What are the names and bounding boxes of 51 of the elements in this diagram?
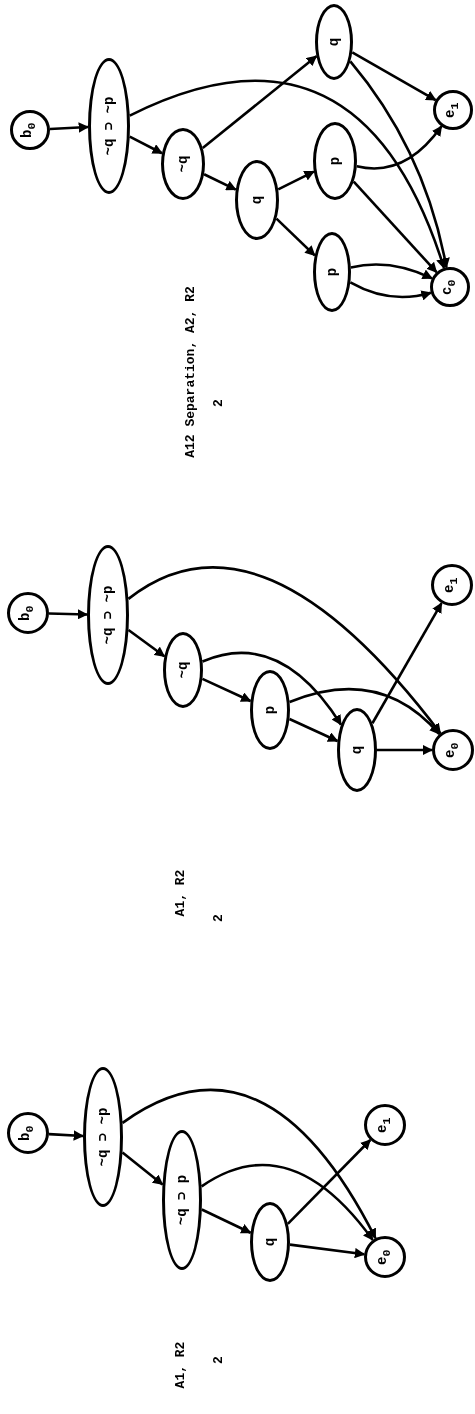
terminal-circle [7,1112,49,1154]
arrow [356,125,443,170]
arrow [129,135,163,155]
node-label: q [327,37,341,47]
figure-label: 2 [210,399,226,407]
arrow [289,687,441,735]
figure-label: 2 [210,1356,226,1364]
arrow [129,79,446,269]
decision-ellipse [250,670,290,750]
arrow [350,263,433,280]
terminal-circle [364,1104,406,1146]
node-label: p [263,705,277,715]
arrow [121,1088,377,1240]
figure-label: A1, R2 [172,1341,188,1389]
arrow [203,173,237,191]
figure-label: A12 Separation, A2, R2 [182,286,198,458]
terminal-circle [430,267,470,307]
arrow [201,1208,252,1234]
arrow [121,1151,164,1186]
figure-label: 2 [210,914,226,922]
arrow [351,51,437,102]
arrow [377,744,434,756]
terminal-circle [432,729,474,771]
node-label: ~q ⊃ ~p [102,96,116,156]
terminal-circle [433,90,473,130]
arrow [202,651,343,726]
node-label: q [350,745,364,755]
terminal-circle [10,110,50,150]
arrow [48,1130,85,1141]
node-label: q [250,195,264,205]
arrow [200,1163,374,1241]
figure-label: A1, R2 [172,869,188,917]
decision-ellipse [313,122,357,200]
terminal-circle [7,592,49,634]
arrow [201,677,252,703]
arrow [48,609,89,620]
arrow [49,122,90,133]
arrow [289,1243,366,1259]
arrow [349,281,432,301]
node-label: ~q ⊃ p [175,1174,189,1226]
terminal-circle [364,1236,406,1278]
node-label: ~q [176,661,190,679]
node-label: ~q ⊃ ~p [96,1107,110,1167]
node-label: ~q [176,155,190,173]
arrow [288,717,339,743]
node-label: ~q ⊃ ~p [101,585,115,645]
arrow [277,170,315,191]
terminal-circle [431,564,473,606]
node-label: p [325,267,339,277]
node-label: p [328,156,342,166]
node-label: q [263,1237,277,1247]
